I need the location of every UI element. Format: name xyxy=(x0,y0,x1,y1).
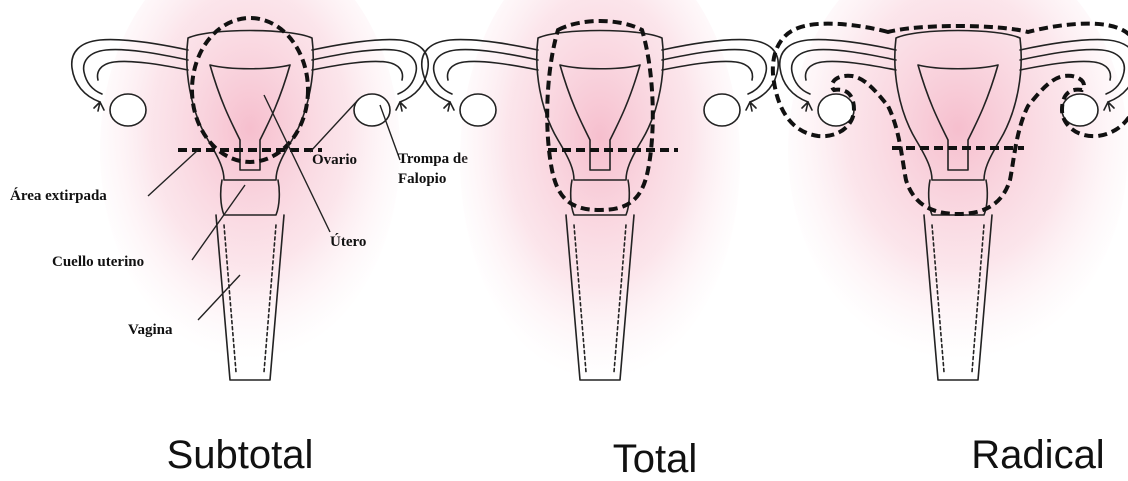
caption-subtotal: Subtotal xyxy=(167,433,314,477)
label-fallopian-tube-line1: Trompa de xyxy=(398,151,468,167)
caption-total: Total xyxy=(613,437,698,481)
label-fallopian-tube-line2: Falopio xyxy=(398,171,446,187)
panel-total xyxy=(422,0,779,380)
panel-subtotal xyxy=(72,0,429,380)
label-ovary: Ovario xyxy=(312,152,357,168)
tissue-highlight xyxy=(460,0,740,380)
label-vagina: Vagina xyxy=(128,322,173,338)
label-area-removed: Área extirpada xyxy=(10,187,107,204)
panel-radical xyxy=(773,0,1128,380)
label-cervix: Cuello uterino xyxy=(52,254,144,270)
caption-radical: Radical xyxy=(971,433,1104,477)
label-uterus: Útero xyxy=(330,233,366,250)
